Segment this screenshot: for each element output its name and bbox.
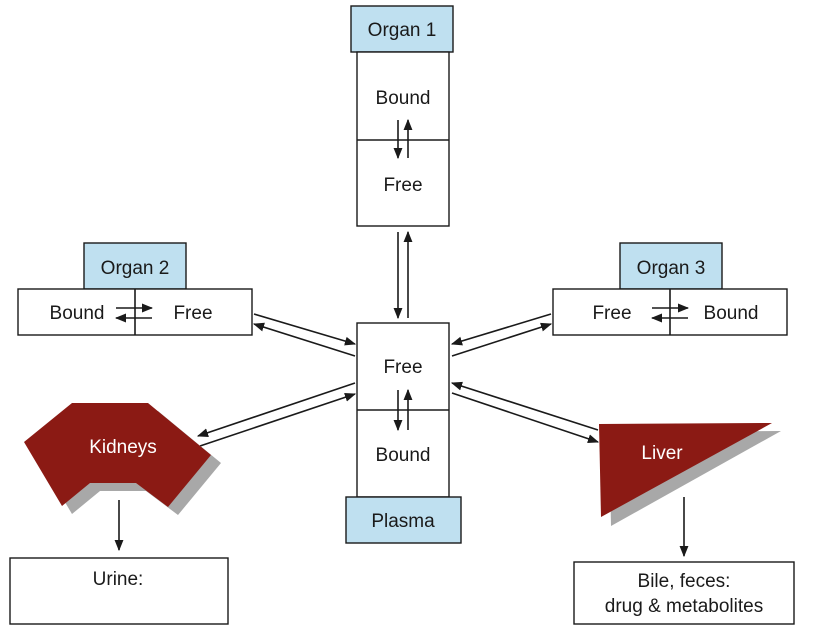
liver-label: Liver [641, 443, 683, 464]
liver-shape [599, 423, 772, 517]
organ3-group: Organ 3 Free Bound [552, 242, 788, 336]
bile-label-line1: Bile, feces: [638, 571, 731, 592]
liver-group: Liver [599, 423, 781, 526]
plasma-group: Free Bound Plasma [345, 322, 462, 544]
organ3-title: Organ 3 [637, 258, 706, 279]
kidneys-shape [24, 403, 211, 507]
urine-box [9, 557, 229, 625]
organ3-free-label: Free [592, 303, 631, 324]
plasma-bound-label: Bound [376, 445, 431, 466]
organ1-free-label: Free [383, 175, 422, 196]
plasma-tab [345, 496, 462, 544]
organ3-to-plasma-arrow [450, 313, 552, 346]
organ3-tab [619, 242, 723, 290]
organ3-bound-label: Bound [704, 303, 759, 324]
organ2-title: Organ 2 [101, 258, 170, 279]
bile-label-line2: drug & metabolites [605, 596, 763, 617]
plasma-to-organ3-arrow [451, 322, 553, 357]
urine-label: Urine: [93, 569, 144, 590]
plasma-free-label: Free [383, 357, 422, 378]
organ2-bound-label: Bound [50, 303, 105, 324]
organ1-tab [350, 5, 454, 53]
kidneys-group: Kidneys [24, 403, 221, 515]
kidneys-to-plasma-arrow [199, 392, 357, 447]
organ2-to-plasma-arrow [253, 313, 357, 346]
organ2-group: Organ 2 Bound Free [17, 242, 253, 336]
bile-box [573, 561, 795, 625]
organ1-bound-label: Bound [376, 88, 431, 109]
plasma-to-liver-arrow [451, 392, 600, 444]
liver-to-plasma-arrow [450, 381, 599, 431]
plasma-to-kidneys-arrow [196, 382, 356, 438]
organ2-free-label: Free [173, 303, 212, 324]
organ1-group: Organ 1 Bound Free [350, 5, 454, 227]
organ1-box [356, 51, 450, 227]
kidneys-label: Kidneys [89, 437, 157, 458]
organ2-tab [83, 242, 187, 290]
plasma-title: Plasma [371, 511, 435, 532]
organ1-title: Organ 1 [368, 20, 437, 41]
plasma-to-organ2-arrow [252, 322, 356, 357]
